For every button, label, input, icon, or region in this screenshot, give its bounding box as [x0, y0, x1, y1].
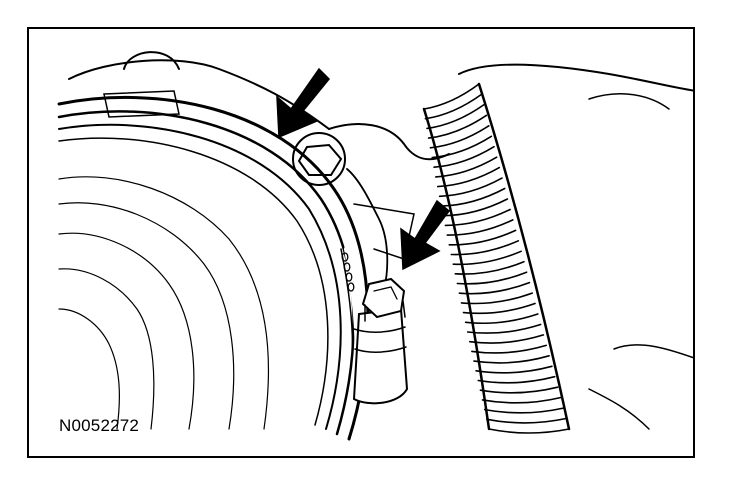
callout-arrow-upper [276, 67, 331, 139]
belt-top-segment [103, 90, 180, 118]
pulley-inner-line-4 [58, 268, 155, 430]
right-body-inner [588, 93, 670, 110]
right-body-lower [613, 344, 693, 359]
hose-rib [444, 208, 511, 227]
housing-right-contour [328, 123, 450, 161]
pulley-inner-line-2 [58, 202, 235, 430]
housing-bracket [346, 168, 389, 290]
hose-rib [440, 187, 506, 207]
housing-upper-lobe [123, 51, 180, 70]
clamp-perforations [341, 252, 355, 292]
pulley-outer-ring [57, 95, 370, 441]
clamp-housing-lower [353, 326, 406, 333]
hose-rib [466, 323, 542, 334]
hose-rib [427, 114, 488, 139]
housing-upper-contour [68, 59, 330, 130]
cropped-caption-text [200, 0, 540, 16]
technical-illustration [57, 51, 693, 441]
pulley-ring-4 [58, 137, 329, 426]
housing-bolt-washer [292, 132, 346, 186]
clamp-screw-housing [352, 307, 409, 405]
clamp-screw-head [361, 277, 406, 319]
hose-corrugation-ribs [423, 83, 570, 434]
hose-rib [435, 156, 498, 178]
hose-rib [429, 125, 490, 149]
clamp-screw-head-face [373, 286, 398, 300]
figure-id-label: N0052272 [59, 416, 140, 435]
pulley-inner-line-3 [58, 232, 195, 430]
hose-rib [433, 145, 495, 168]
pulley-inner-line-1 [58, 176, 270, 430]
right-body-foot [588, 388, 650, 430]
hose-rib [464, 313, 539, 325]
hose-rib [469, 334, 545, 344]
hose-left-edge [422, 107, 491, 431]
hose-rib [488, 428, 570, 434]
hose-rib [448, 229, 517, 246]
hose-rib [458, 281, 531, 295]
hose-rib [473, 355, 550, 364]
hose-rib [486, 417, 567, 424]
clamp-band-edge [340, 248, 354, 360]
hose-rib [450, 240, 520, 256]
clamp-screw-shank [364, 300, 406, 322]
figure-frame: N0052272 [27, 27, 695, 458]
hose-rib [438, 177, 503, 198]
hose-rib [479, 386, 559, 394]
hose-rib [481, 396, 562, 404]
hose-rib [452, 250, 522, 266]
housing-bolt-hex [297, 143, 343, 176]
hose-rib [423, 83, 480, 110]
hose-rib [460, 292, 533, 305]
hose-rib [456, 271, 528, 285]
hose-rib [477, 375, 556, 384]
right-body-top [458, 63, 693, 92]
hose-rib [462, 302, 536, 315]
hose-rib [446, 219, 514, 236]
hose-rib [436, 166, 501, 188]
pulley-ring-3 [58, 123, 342, 430]
hose-rib [424, 93, 483, 120]
hose-rib [483, 407, 565, 414]
hose-rib [454, 260, 525, 275]
hose-rib [475, 365, 553, 374]
hose-rib [471, 344, 547, 354]
hose-rib [431, 135, 493, 159]
pulley-inner-line-5 [58, 308, 120, 430]
clamp-housing-lower-2 [354, 346, 407, 353]
callout-arrow-lower [400, 199, 451, 271]
hose-rib [442, 198, 509, 217]
hose-right-edge [477, 82, 571, 431]
hose-rib [426, 104, 485, 130]
